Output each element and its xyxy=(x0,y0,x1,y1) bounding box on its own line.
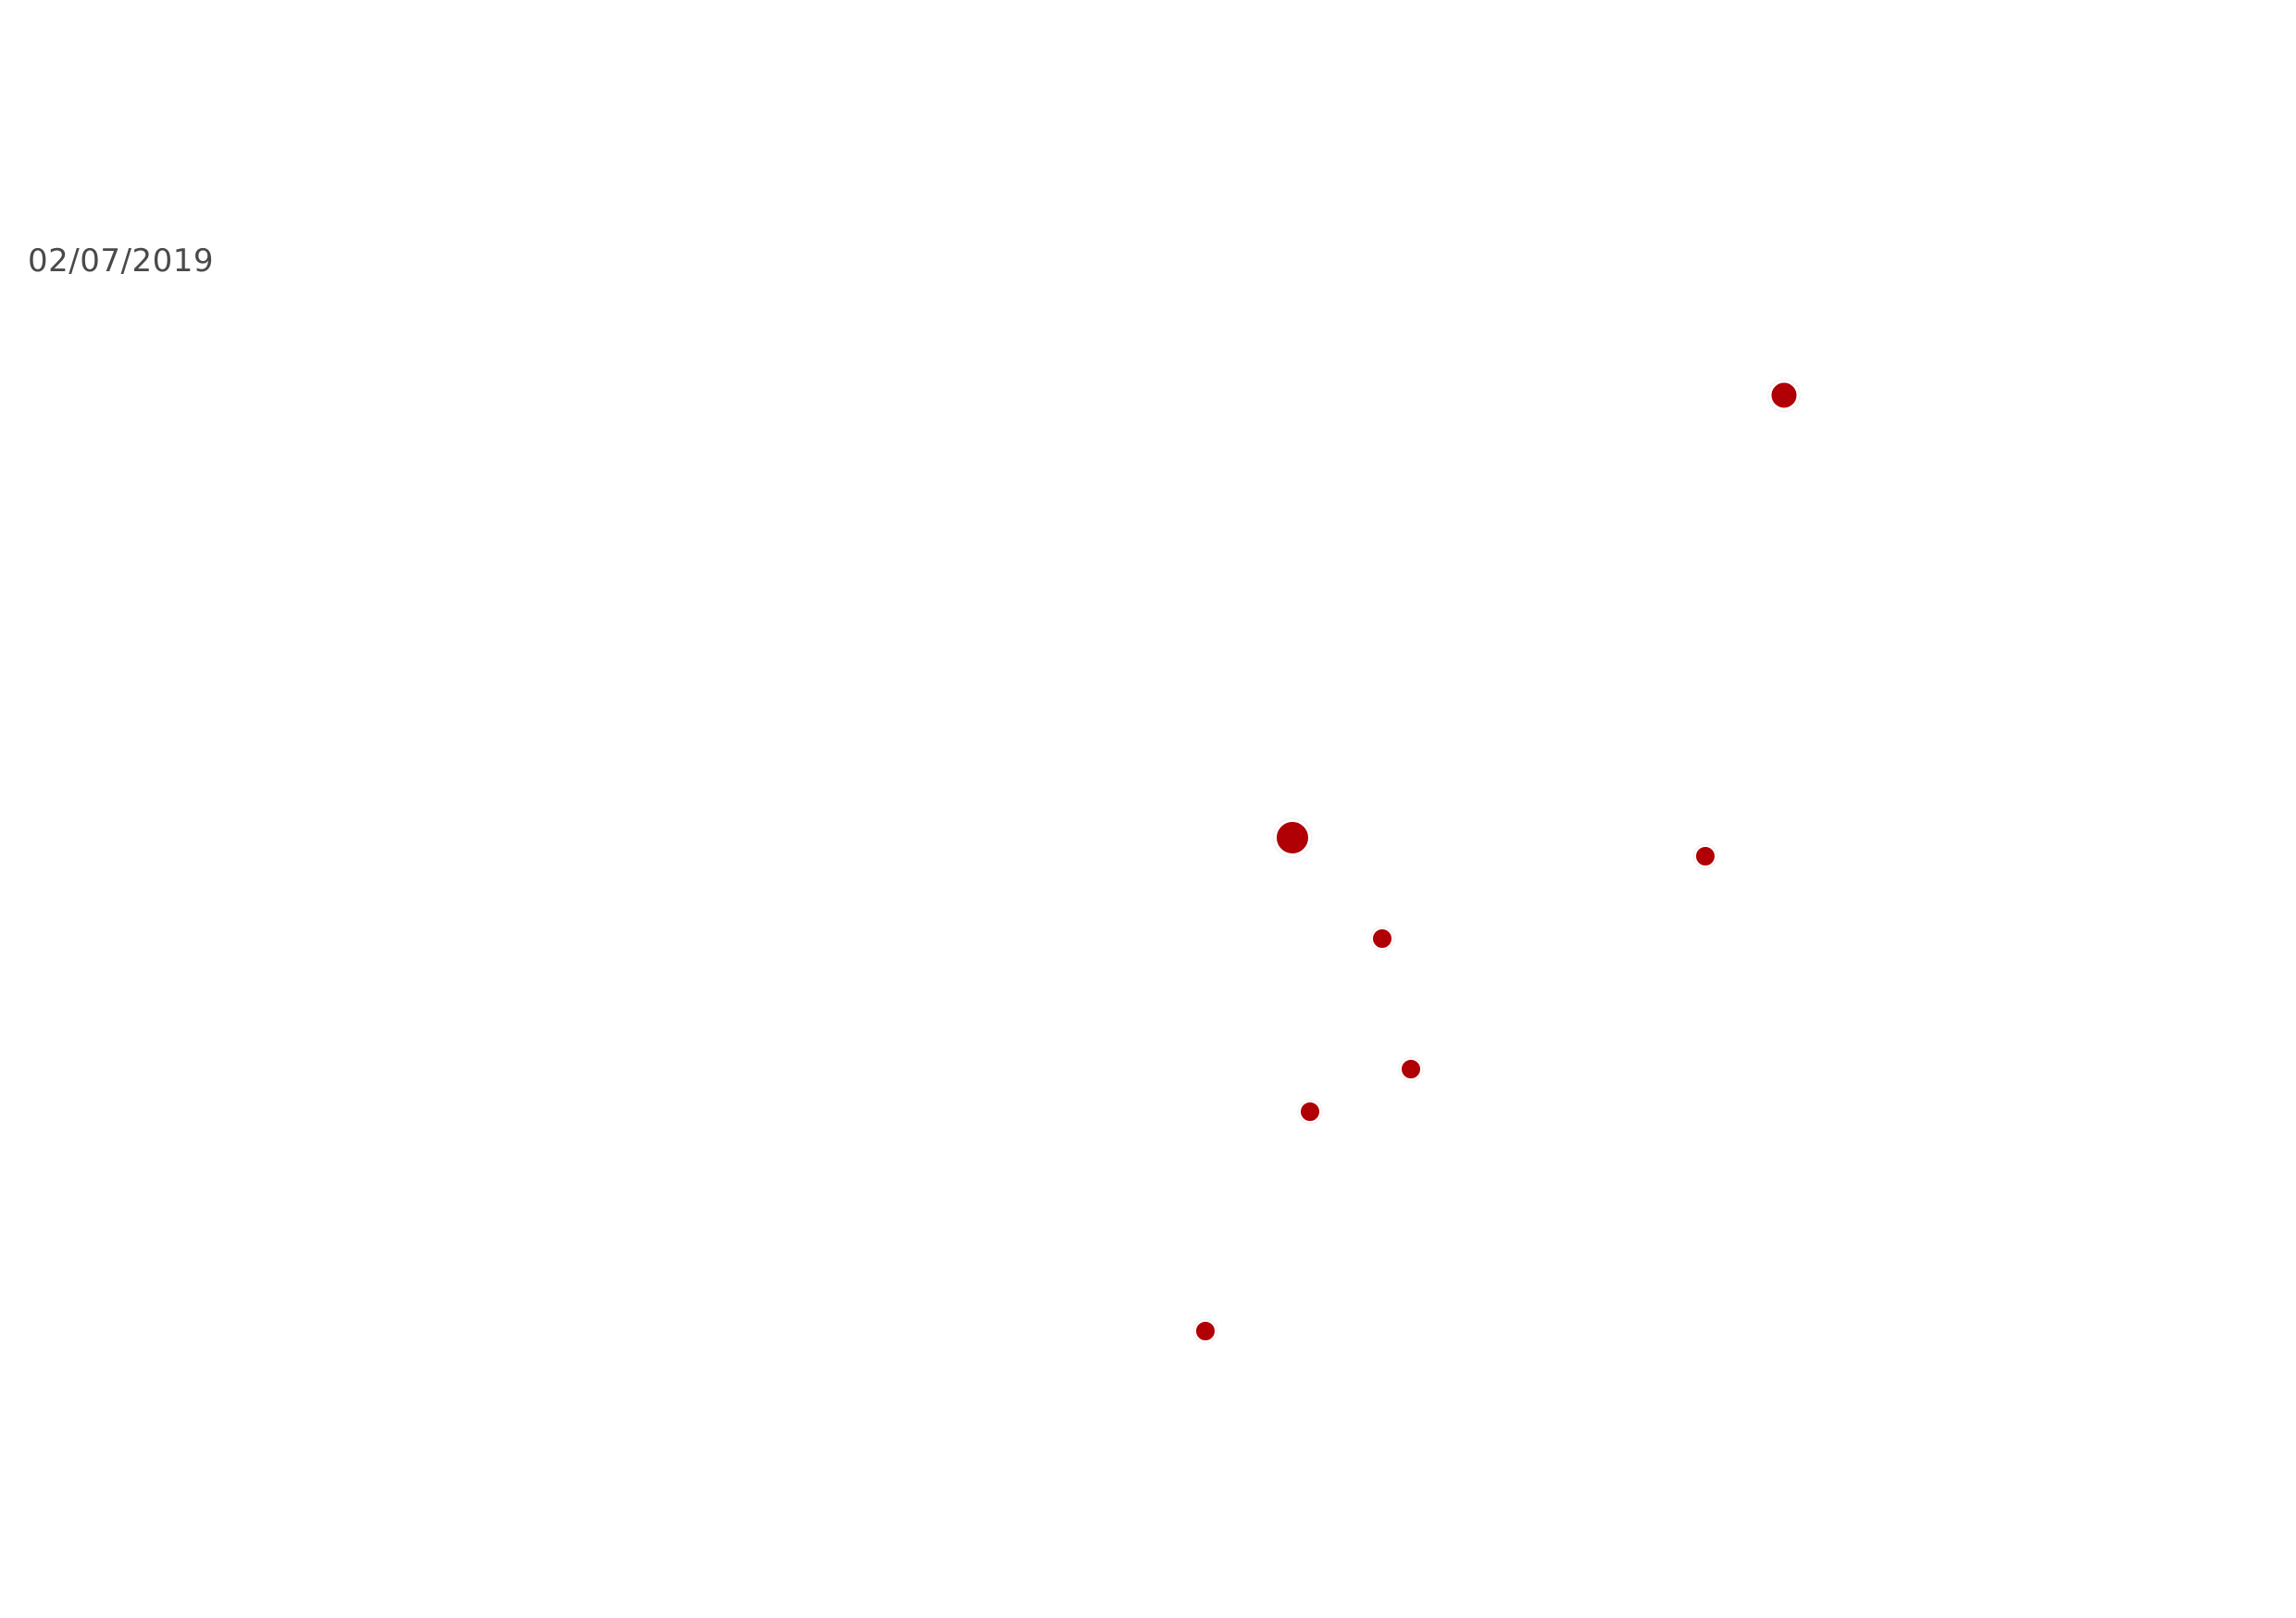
map-marker[interactable] xyxy=(1371,927,1393,950)
map-marker[interactable] xyxy=(1299,1101,1321,1123)
map-marker[interactable] xyxy=(1400,1058,1422,1080)
map-marker[interactable] xyxy=(1694,845,1716,867)
date-label: 02/07/2019 xyxy=(28,243,214,280)
map-marker[interactable] xyxy=(1274,819,1311,856)
map-marker[interactable] xyxy=(1768,380,1800,411)
map-marker[interactable] xyxy=(1194,1320,1217,1342)
